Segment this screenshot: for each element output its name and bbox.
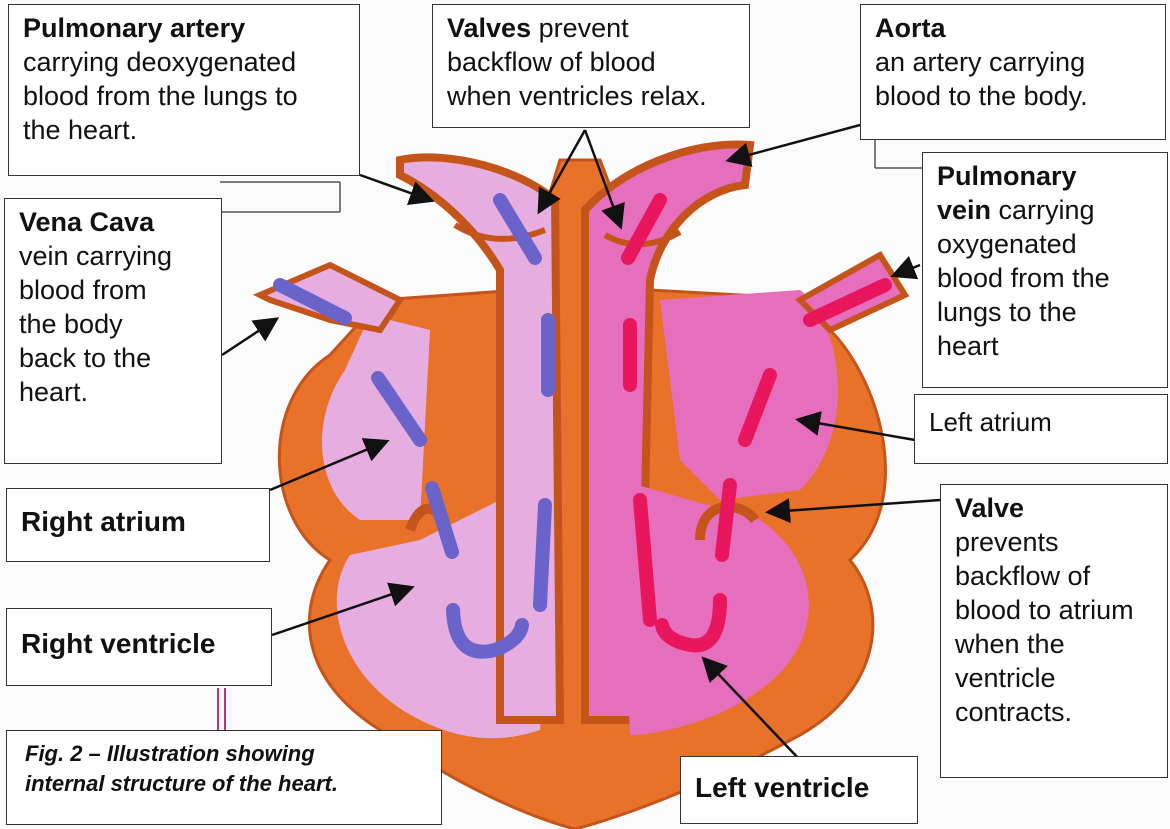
aorta-text-1: an artery carrying bbox=[875, 45, 1151, 79]
right-atrium-text: Right atrium bbox=[21, 505, 255, 539]
valve-text-3: blood to atrium bbox=[955, 593, 1153, 627]
oxy-flow-arrow bbox=[722, 485, 730, 555]
valves-text-2: when ventricles relax. bbox=[447, 79, 735, 113]
pulmonary-vein-label: Pulmonary vein carrying oxygenated blood… bbox=[922, 152, 1168, 388]
right-ventricle-text: Right ventricle bbox=[21, 627, 257, 661]
valve-label: Valve prevents backflow of blood to atri… bbox=[940, 484, 1168, 778]
aorta-label: Aorta an artery carrying blood to the bo… bbox=[860, 4, 1166, 140]
right-ventricle-label: Right ventricle bbox=[6, 608, 272, 686]
valve-text-4: when the bbox=[955, 627, 1153, 661]
left-atrium-label: Left atrium bbox=[914, 394, 1168, 464]
figure-caption: Fig. 2 – Illustration showing internal s… bbox=[6, 730, 442, 825]
valves-title: Valves bbox=[447, 13, 531, 43]
valve-text-5: ventricle bbox=[955, 661, 1153, 695]
left-ventricle-text: Left ventricle bbox=[695, 771, 903, 805]
valve-text-6: contracts. bbox=[955, 695, 1153, 729]
vena-cava-text-2: blood from bbox=[19, 273, 207, 307]
leader-line bbox=[222, 320, 275, 355]
pulmonary-artery-text-3: the heart. bbox=[23, 113, 345, 147]
pulmonary-artery-label: Pulmonary artery carrying deoxygenated b… bbox=[8, 4, 360, 176]
vena-cava-label: Vena Cava vein carrying blood from the b… bbox=[4, 198, 222, 464]
pulmonary-artery-text-2: blood from the lungs to bbox=[23, 79, 345, 113]
oxy-flow-arrow bbox=[640, 500, 650, 620]
valve-title: Valve bbox=[955, 491, 1153, 525]
pulmonary-vein-text-3: lungs to the bbox=[937, 295, 1153, 329]
left-atrium-text: Left atrium bbox=[929, 405, 1153, 439]
valves-label: Valves prevent backflow of blood when ve… bbox=[432, 4, 750, 128]
caption-line-1: Fig. 2 – Illustration showing bbox=[25, 739, 423, 769]
left-ventricle-label: Left ventricle bbox=[680, 756, 918, 824]
vena-cava-text-4: back to the bbox=[19, 341, 207, 375]
pulmonary-vein-text-2: blood from the bbox=[937, 261, 1153, 295]
valve-text-1: prevents bbox=[955, 525, 1153, 559]
valve-text-2: backflow of bbox=[955, 559, 1153, 593]
pulmonary-vein-title-1: Pulmonary bbox=[937, 159, 1153, 193]
aorta-text-2: blood to the body. bbox=[875, 79, 1151, 113]
leader-line bbox=[895, 265, 920, 275]
right-atrium-label: Right atrium bbox=[6, 488, 270, 562]
aorta-title: Aorta bbox=[875, 11, 1151, 45]
pulmonary-vein-title-suffix: carrying bbox=[991, 195, 1095, 225]
valves-text-1: backflow of blood bbox=[447, 45, 735, 79]
pulmonary-vein-text-4: heart bbox=[937, 329, 1153, 363]
pulmonary-vein-text-1: oxygenated bbox=[937, 227, 1153, 261]
vena-cava-vessel bbox=[260, 265, 400, 330]
pulmonary-vein-title-2: vein bbox=[937, 195, 991, 225]
vena-cava-text-3: the body bbox=[19, 307, 207, 341]
vena-cava-title: Vena Cava bbox=[19, 205, 207, 239]
valves-title-suffix: prevent bbox=[531, 13, 629, 43]
vena-cava-text-5: heart. bbox=[19, 375, 207, 409]
pulmonary-artery-text-1: carrying deoxygenated bbox=[23, 45, 345, 79]
vena-cava-text-1: vein carrying bbox=[19, 239, 207, 273]
caption-line-2: internal structure of the heart. bbox=[25, 769, 423, 799]
deoxy-flow-arrow bbox=[540, 505, 545, 605]
pulmonary-artery-title: Pulmonary artery bbox=[23, 11, 345, 45]
